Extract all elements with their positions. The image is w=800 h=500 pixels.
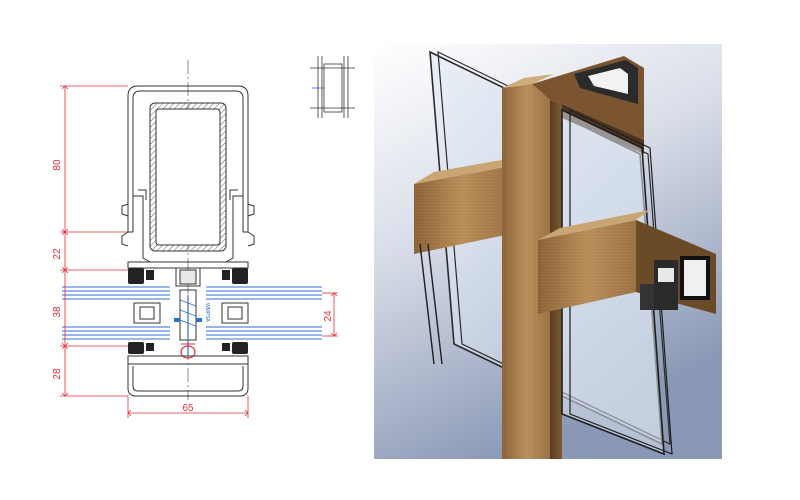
gaskets-lower: [128, 342, 248, 354]
render-3d-panel: [374, 44, 722, 459]
dim-height-glass: 38: [52, 306, 63, 318]
glass-spacers: [133, 302, 249, 324]
glass-panes: [62, 286, 322, 340]
steel-reinforcement-tube: [149, 102, 227, 252]
mullion-section-icon: [310, 56, 355, 118]
dim-glass-inner: 24: [323, 310, 334, 322]
transom-left: [414, 156, 524, 254]
pressure-plate-and-cap: [127, 355, 249, 397]
dim-width-bottom: 65: [182, 403, 194, 414]
cad-section-drawing: WMPSA 80 22 38 28 24 65: [52, 56, 355, 418]
gaskets-upper: [128, 268, 248, 284]
central-fastener: [174, 289, 202, 359]
transom-right: [538, 210, 650, 314]
dim-height-top: 80: [52, 159, 63, 171]
connector-plate: [127, 261, 249, 287]
dim-height-mid: 22: [52, 248, 63, 260]
mullion-profile: [121, 85, 255, 247]
mullion-vertical: [502, 74, 562, 459]
glass-edges-left: [419, 243, 443, 365]
tube-clips: [133, 189, 243, 263]
transom-profile-end: [636, 220, 716, 314]
dimension-lines: [60, 85, 338, 418]
curtain-wall-3d-render: [374, 44, 722, 459]
profile-stamp: WMPSA: [204, 303, 210, 323]
dim-height-bottom: 28: [52, 368, 63, 380]
